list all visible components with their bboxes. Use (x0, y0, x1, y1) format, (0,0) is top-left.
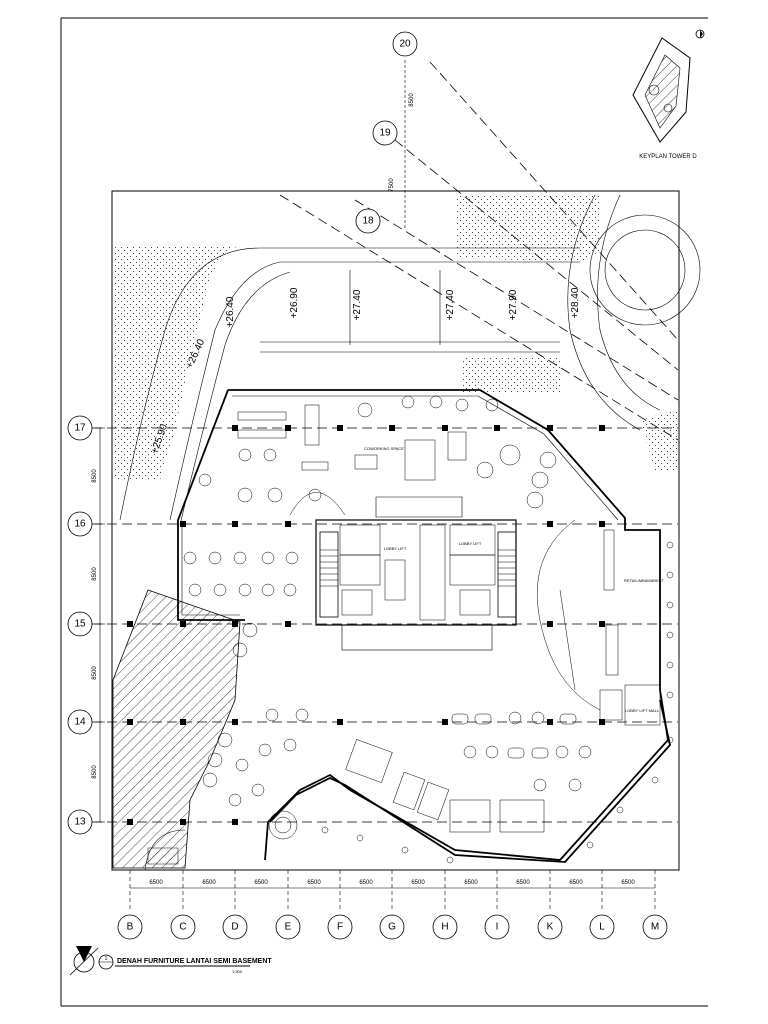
grid-diag-20: 20 (399, 39, 411, 50)
room-label-lobby-lift-a: LOBBY LIFT (384, 546, 407, 551)
entrance-arc (144, 829, 186, 871)
grid-col-c: C (179, 922, 186, 933)
left-dimension-line (95, 427, 105, 823)
level-label-3: +27.40 (352, 289, 363, 320)
grid-diag-19: 19 (379, 128, 391, 139)
sheet-border (60, 17, 708, 1007)
drawing-number: 1 (105, 956, 108, 962)
plan-viewport (111, 190, 680, 871)
row-gridlines (92, 427, 678, 823)
level-label-4: +27.40 (445, 289, 456, 320)
diag-dim-2: 7500 (389, 178, 395, 192)
entrance-step (147, 847, 179, 865)
road-lines (119, 194, 701, 526)
grid-row-16: 16 (74, 519, 86, 530)
col-dim-7: 6500 (464, 880, 478, 886)
level-label-6: +28.40 (570, 287, 581, 318)
col-dim-6: 6500 (411, 880, 425, 886)
col-dim-9: 6500 (569, 880, 583, 886)
row-dim-4: 8500 (92, 765, 98, 779)
grid-row-15: 15 (74, 619, 86, 630)
col-dim-3: 6500 (254, 880, 268, 886)
grid-col-l: L (599, 922, 605, 933)
keyplan-thumbnail (632, 37, 691, 143)
diagonal-grid-bubbles (355, 31, 418, 234)
col-dim-5: 6500 (359, 880, 373, 886)
title-block (98, 954, 250, 970)
south-edge-wall (269, 699, 671, 863)
diag-dim-1: 8500 (409, 93, 415, 107)
grid-col-e: E (285, 922, 292, 933)
grid-row-17: 17 (74, 423, 86, 434)
level-label-1: +26.40 (225, 296, 236, 327)
row-dim-3: 8500 (92, 666, 98, 680)
building-core (315, 496, 517, 651)
col-dim-2: 6500 (202, 880, 216, 886)
site-landscape (113, 195, 678, 480)
col-dim-4: 6500 (307, 880, 321, 886)
level-label-2: +26.90 (289, 287, 300, 318)
grid-col-g: G (388, 922, 396, 933)
building-inner-outline (181, 395, 619, 616)
drawing-title: DENAH FURNITURE LANTAI SEMI BASEMENT (117, 958, 272, 965)
diagonal-gridlines (279, 60, 679, 441)
column-grid-bubbles (117, 914, 668, 940)
row-dim-2: 8500 (92, 567, 98, 581)
drawing-scale: 1:300 (232, 969, 243, 974)
grid-col-f: F (337, 922, 343, 933)
north-arrow-icon (69, 946, 99, 976)
keyplan-label: KEYPLAN TOWER D (639, 154, 697, 160)
grid-col-k: K (547, 922, 554, 933)
grid-col-d: D (231, 922, 238, 933)
grid-col-i: I (496, 922, 499, 933)
row-dim-1: 8500 (92, 469, 98, 483)
furniture-tables (183, 395, 661, 833)
column-gridlines (129, 870, 656, 910)
room-label-coworking: COWORKING SPACE (364, 446, 404, 451)
hatched-ramp (112, 589, 241, 869)
level-label-5: +27.90 (508, 289, 519, 320)
grid-col-m: M (651, 922, 659, 933)
structural-columns (127, 425, 605, 825)
keyplan-north-arrow-icon (695, 29, 705, 39)
landscape-trees (202, 451, 674, 864)
grid-col-h: H (441, 922, 448, 933)
col-dim-10: 6500 (621, 880, 635, 886)
col-dim-1: 6500 (149, 880, 163, 886)
room-label-retail: RETAIL/MINIMARKET (624, 578, 664, 583)
grid-col-b: B (127, 922, 134, 933)
room-label-lobby-lift-b: LOBBY LIFT (459, 541, 482, 546)
row-grid-bubbles (67, 415, 93, 835)
room-label-lobby-lift-mall: LOBBY LIFT MALL (625, 708, 660, 713)
grid-row-14: 14 (74, 717, 86, 728)
grid-row-13: 13 (74, 817, 86, 828)
col-dim-8: 6500 (516, 880, 530, 886)
grid-diag-18: 18 (362, 216, 374, 227)
